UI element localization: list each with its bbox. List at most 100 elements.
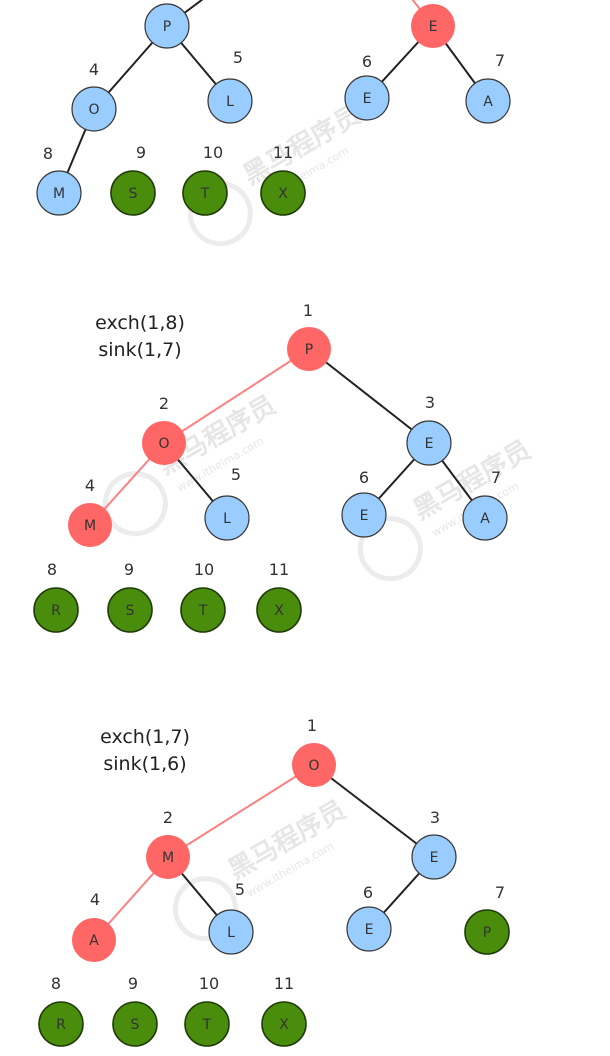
heap-node: L5	[207, 48, 253, 124]
node-circle	[411, 834, 457, 880]
node-letter: E	[363, 91, 372, 107]
node-letter: R	[56, 1017, 66, 1033]
node-letter: T	[202, 1017, 212, 1033]
node-circle	[68, 503, 112, 547]
heap-node: E6	[344, 52, 390, 121]
node-index-label: 10	[203, 143, 223, 162]
node-letter: E	[365, 922, 374, 938]
node-letter: A	[480, 511, 490, 527]
node-letter: O	[88, 102, 99, 118]
heap-node: M8	[36, 144, 82, 216]
heap-node: E3	[411, 808, 457, 880]
node-circle	[182, 170, 228, 216]
operation-caption: sink(1,7)	[98, 339, 181, 361]
node-letter: X	[279, 1017, 289, 1033]
node-circle	[107, 587, 153, 633]
node-letter: P	[483, 925, 491, 941]
node-index-label: 2	[159, 394, 169, 413]
heap-node: S9	[107, 560, 153, 633]
heap-node: E6	[341, 468, 387, 538]
node-letter: T	[200, 186, 210, 202]
node-letter: P	[305, 342, 313, 358]
node-index-label: 4	[89, 60, 99, 79]
node-circle	[71, 86, 117, 132]
node-index-label: 7	[491, 468, 501, 487]
node-index-label: 9	[128, 974, 138, 993]
node-circle	[204, 495, 250, 541]
heap-node: X 11	[256, 560, 302, 633]
node-circle	[38, 1001, 84, 1047]
node-index-label: 2	[163, 808, 173, 827]
node-circle	[411, 4, 455, 48]
node-circle	[287, 327, 331, 371]
heap-node: R8	[38, 974, 84, 1047]
heap-node: L5	[208, 880, 254, 955]
heap-node: L5	[204, 465, 250, 541]
node-index-label: 6	[359, 468, 369, 487]
heap-node: T 10	[184, 974, 230, 1047]
node-circle	[462, 495, 508, 541]
node-letter: E	[425, 436, 434, 452]
node-letter: T	[198, 603, 208, 619]
node-circle	[260, 170, 306, 216]
node-letter: M	[162, 850, 174, 866]
operation-caption: exch(1,8)	[95, 312, 185, 334]
heap-node: S9	[112, 974, 158, 1047]
node-index-label: 10	[194, 560, 214, 579]
node-index-label: 8	[51, 974, 61, 993]
operation-caption: sink(1,6)	[103, 753, 186, 775]
node-letter: L	[226, 94, 234, 110]
node-letter: X	[278, 186, 288, 202]
sink-path-edge	[163, 348, 310, 444]
heap-node: P7	[464, 883, 510, 955]
node-circle	[184, 1001, 230, 1047]
node-letter: P	[163, 19, 171, 35]
node-index-label: 1	[307, 716, 317, 735]
node-circle	[464, 909, 510, 955]
heap-panel: O1M2E3A4L5E6P7R8S9T10X11exch(1,7)sink(1,…	[38, 716, 510, 1047]
heap-node: O4	[71, 60, 117, 132]
node-circle	[346, 906, 392, 952]
node-index-label: 6	[363, 883, 373, 902]
node-index-label: 5	[231, 465, 241, 484]
node-index-label: 1	[303, 301, 313, 320]
node-index-label: 7	[495, 883, 505, 902]
heap-node: O1	[292, 716, 336, 787]
node-letter: X	[274, 603, 284, 619]
node-circle	[256, 587, 302, 633]
node-circle	[112, 1001, 158, 1047]
node-index-label: 6	[362, 52, 372, 71]
node-letter: R	[51, 603, 61, 619]
node-letter: M	[84, 518, 96, 534]
node-index-label: 11	[269, 560, 289, 579]
node-index-label: 4	[90, 890, 100, 909]
node-circle	[207, 78, 253, 124]
node-letter: L	[227, 925, 235, 941]
node-circle	[146, 835, 190, 879]
heap-node: A7	[465, 51, 511, 124]
heap-node: P1	[287, 301, 331, 371]
node-letter: M	[53, 186, 65, 202]
node-letter: S	[126, 603, 135, 619]
node-letter: A	[89, 933, 99, 949]
node-index-label: 10	[199, 974, 219, 993]
node-letter: E	[430, 850, 439, 866]
node-index-label: 7	[495, 51, 505, 70]
node-circle	[142, 421, 186, 465]
heap-node: A4	[72, 890, 116, 962]
heap-node: P	[144, 3, 190, 49]
node-circle	[72, 918, 116, 962]
sink-path-edge	[167, 764, 315, 858]
heap-panel: P1O2E3M4L5E6A7R8S9T10X11exch(1,8)sink(1,…	[33, 301, 508, 633]
node-letter: O	[308, 758, 319, 774]
heap-node: X 11	[261, 974, 307, 1047]
node-circle	[341, 492, 387, 538]
node-index-label: 4	[85, 476, 95, 495]
node-index-label: 11	[274, 974, 294, 993]
node-letter: E	[360, 508, 369, 524]
heap-node: R8	[33, 560, 79, 633]
heap-node: M2	[146, 808, 190, 879]
heap-node: X11	[260, 143, 306, 216]
heap-node: M4	[68, 476, 112, 547]
